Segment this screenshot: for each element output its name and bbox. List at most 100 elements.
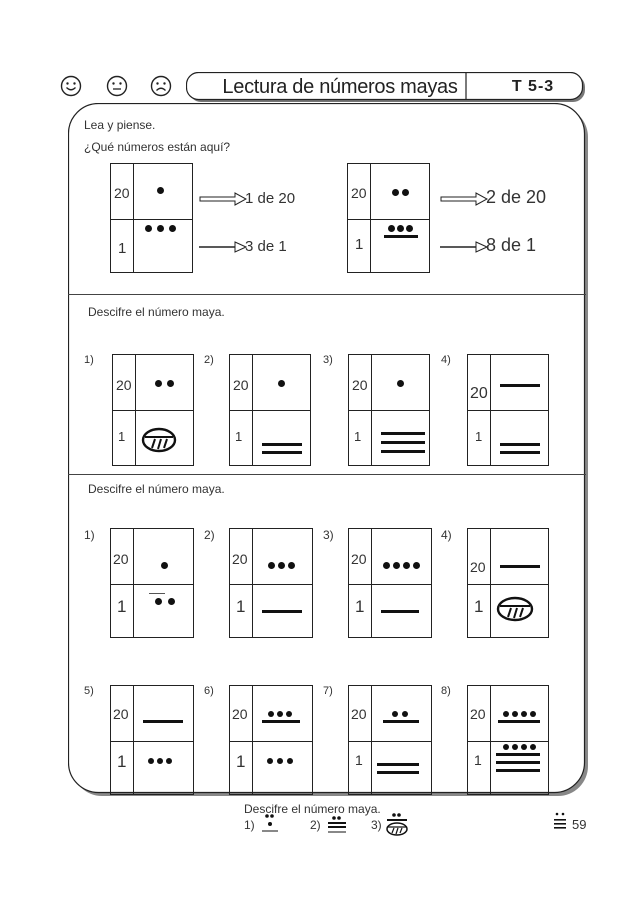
item-number: 8) xyxy=(441,685,451,697)
footer-item-number: 2) xyxy=(310,818,321,832)
arrow-icon xyxy=(440,240,488,254)
section-3-instruction: Descifre el número maya. xyxy=(88,482,225,496)
example-1-upper-answer: 1 de 20 xyxy=(245,190,296,207)
item-number: 4) xyxy=(441,528,452,542)
item-number: 6) xyxy=(204,685,214,697)
maya-dot xyxy=(157,187,164,194)
maya-dot xyxy=(397,225,404,232)
maya-dot xyxy=(155,380,162,387)
maya-dot xyxy=(161,562,168,569)
example-2-lower-answer: 8 de 1 xyxy=(486,235,537,255)
s3-glyph-box-4: 20 1 xyxy=(467,528,549,638)
maya-dot xyxy=(268,711,274,717)
s3-glyph-box-2: 20 1 xyxy=(229,528,313,638)
maya-dot xyxy=(268,562,275,569)
arrow-icon xyxy=(199,240,247,254)
maya-dot xyxy=(530,744,536,750)
item-number: 2) xyxy=(204,528,215,542)
page-number: 59 xyxy=(572,817,587,832)
label-20: 20 xyxy=(351,706,367,722)
label-20: 20 xyxy=(113,551,129,567)
s2-glyph-box-2: 20 1 xyxy=(229,354,311,466)
maya-bar xyxy=(500,451,540,454)
label-20: 20 xyxy=(352,377,368,393)
worksheet-frame xyxy=(68,103,588,796)
maya-bar xyxy=(381,432,425,435)
maya-dot xyxy=(521,744,527,750)
item-number: 1) xyxy=(84,354,94,366)
section-divider xyxy=(68,294,586,295)
happy-face-icon xyxy=(60,75,82,97)
maya-dot xyxy=(157,225,164,232)
faint-stroke xyxy=(149,593,165,594)
label-20: 20 xyxy=(233,377,249,393)
maya-bar xyxy=(377,771,419,774)
label-20: 20 xyxy=(113,706,129,722)
label-1: 1 xyxy=(354,429,362,444)
footer-glyph-1 xyxy=(260,813,280,833)
intro-line-2: ¿Qué números están aquí? xyxy=(84,140,231,154)
footer-item-number: 3) xyxy=(371,818,382,832)
maya-bar xyxy=(383,720,419,723)
maya-dot xyxy=(392,189,399,196)
label-1: 1 xyxy=(236,752,246,771)
example-2-glyph-box: 20 1 xyxy=(347,163,430,273)
s2-glyph-box-1: 20 1 xyxy=(112,354,194,466)
maya-dot xyxy=(406,225,413,232)
maya-bar xyxy=(262,610,302,613)
example-2-upper-answer: 2 de 20 xyxy=(486,187,547,207)
s3-glyph-box-6: 20 1 xyxy=(229,685,313,795)
maya-dot xyxy=(402,711,408,717)
item-number: 1) xyxy=(84,528,95,542)
label-1: 1 xyxy=(236,597,246,616)
page-title: Lectura de números mayas xyxy=(222,76,458,98)
s3-glyph-box-5: 20 1 xyxy=(110,685,194,795)
label-1: 1 xyxy=(355,597,365,616)
label-1: 1 xyxy=(117,597,127,616)
maya-dot xyxy=(287,758,293,764)
maya-dot xyxy=(503,744,509,750)
item-number: 2) xyxy=(204,354,214,366)
maya-shell-zero-icon xyxy=(496,596,534,622)
label-1: 1 xyxy=(118,429,126,444)
footer-instruction: Descifre el número maya. xyxy=(244,802,381,816)
intro-line-1: Lea y piense. xyxy=(84,118,156,132)
maya-dot xyxy=(145,225,152,232)
maya-dot xyxy=(512,711,518,717)
maya-dot xyxy=(413,562,420,569)
item-number: 5) xyxy=(84,685,94,697)
title-bar xyxy=(186,72,586,102)
label-1: 1 xyxy=(355,752,363,768)
maya-dot xyxy=(383,562,390,569)
maya-dot xyxy=(397,380,404,387)
arrow-outline-icon xyxy=(440,192,488,206)
footer-glyph-3 xyxy=(384,812,410,836)
maya-bar xyxy=(262,720,300,723)
maya-dot xyxy=(168,598,175,605)
label-1: 1 xyxy=(474,597,484,616)
label-1: 1 xyxy=(235,429,243,444)
label-20: 20 xyxy=(232,706,248,722)
maya-dot xyxy=(512,744,518,750)
label-20: 20 xyxy=(114,185,130,201)
maya-dot xyxy=(403,562,410,569)
maya-bar xyxy=(500,443,540,446)
s3-glyph-box-7: 20 1 xyxy=(348,685,432,795)
maya-bar xyxy=(381,450,425,453)
maya-bar xyxy=(381,610,419,613)
maya-dot xyxy=(155,598,162,605)
maya-dot xyxy=(402,189,409,196)
maya-dot xyxy=(388,225,395,232)
maya-dot xyxy=(167,380,174,387)
page-maya-number-icon xyxy=(552,812,568,832)
label-20: 20 xyxy=(232,551,248,567)
section-2-instruction: Descifre el número maya. xyxy=(88,305,225,319)
example-1-glyph-box: 20 1 xyxy=(110,163,193,273)
label-1: 1 xyxy=(475,429,483,444)
maya-shell-zero-icon xyxy=(141,427,177,453)
maya-bar xyxy=(496,761,540,764)
s2-glyph-box-4: 20 1 xyxy=(467,354,549,466)
maya-bar xyxy=(500,384,540,387)
maya-dot xyxy=(286,711,292,717)
maya-dot xyxy=(166,758,172,764)
